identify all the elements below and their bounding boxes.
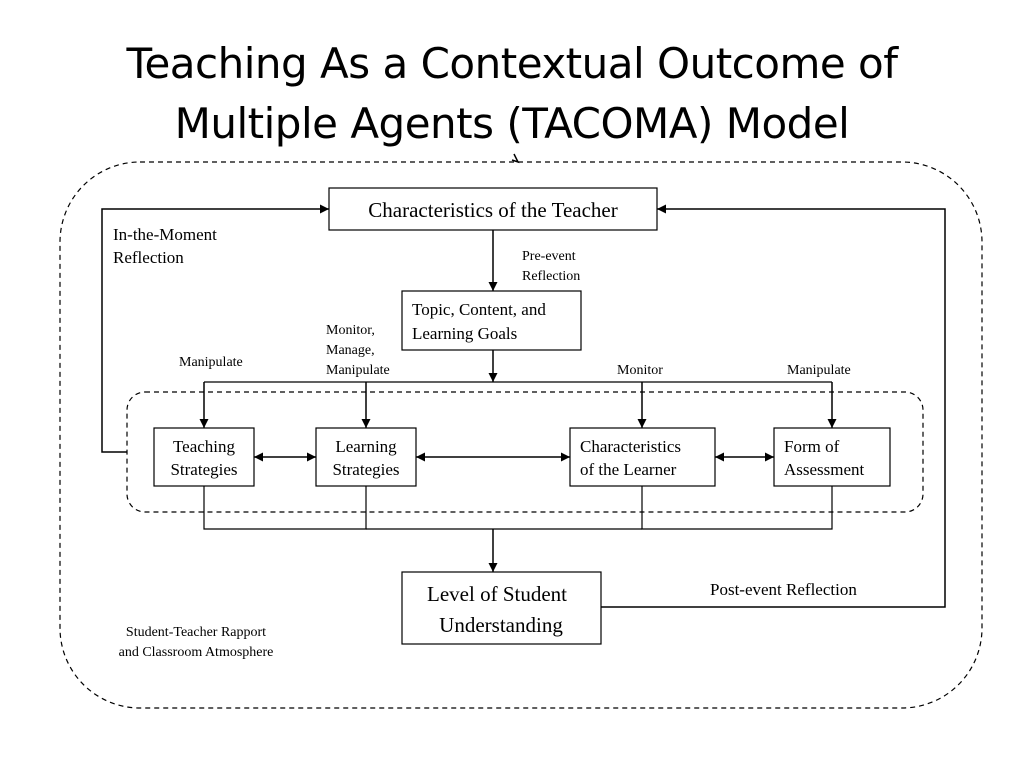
assessment-form-box: Form of Assessment (773, 427, 891, 487)
in-moment-label-line-1: In-the-Moment (113, 225, 217, 244)
learner-characteristics-label-line-2: of the Learner (580, 460, 677, 479)
topic-content-label-line-1: Topic, Content, and (412, 300, 546, 319)
topic-content-label-line-2: Learning Goals (412, 324, 517, 343)
learner-characteristics-label-line-1: Characteristics (580, 437, 681, 456)
post-event-reflection-arrow (601, 204, 946, 608)
rapport-label-line-1: Student-Teacher Rapport (126, 625, 266, 640)
teacher-characteristics-label: Characteristics of the Teacher (368, 198, 617, 222)
teacher-characteristics-box: Characteristics of the Teacher (328, 187, 658, 231)
student-understanding-label-line-2: Understanding (439, 613, 563, 637)
learning-strategies-label-line-2: Strategies (332, 460, 399, 479)
assessment-form-label-line-2: Assessment (784, 460, 865, 479)
learning-strategies-label-line-1: Learning (335, 437, 397, 456)
student-understanding-label-line-1: Level of Student (427, 582, 567, 606)
pre-event-label-line-2: Reflection (522, 269, 580, 284)
pre-event-label-line-1: Pre-event (522, 249, 576, 264)
student-understanding-box: Level of Student Understanding (401, 571, 602, 645)
teaching-strategies-box: Teaching Strategies (153, 427, 255, 487)
monitor-manage-label-line-1: Monitor, (326, 323, 375, 338)
boundary-marker (511, 153, 520, 164)
teaching-strategies-label-line-1: Teaching (173, 437, 236, 456)
monitor-manage-label-line-3: Manipulate (326, 363, 390, 378)
teaching-strategies-label-line-2: Strategies (170, 460, 237, 479)
slide-title: Teaching As a Contextual Outcome of Mult… (0, 34, 1024, 154)
learner-characteristics-box: Characteristics of the Learner (569, 427, 716, 487)
learning-strategies-box: Learning Strategies (315, 427, 417, 487)
collector-right (641, 486, 833, 530)
post-event-label: Post-event Reflection (710, 580, 857, 599)
in-moment-label-line-2: Reflection (113, 248, 184, 267)
manipulate-left-label: Manipulate (179, 355, 243, 370)
monitor-manage-label-line-2: Manage, (326, 343, 375, 358)
slide-title-line-1: Teaching As a Contextual Outcome of (126, 39, 898, 88)
context-boundary (59, 161, 983, 709)
assessment-form-label-line-1: Form of (784, 437, 840, 456)
collector-left (203, 486, 367, 530)
monitor-label: Monitor (617, 363, 663, 378)
in-moment-reflection-arrow (101, 204, 329, 453)
rapport-label-line-2: and Classroom Atmosphere (119, 645, 274, 660)
topic-content-box: Topic, Content, and Learning Goals (401, 290, 582, 351)
slide-title-line-2: Multiple Agents (TACOMA) Model (174, 99, 850, 148)
manipulate-right-label: Manipulate (787, 363, 851, 378)
